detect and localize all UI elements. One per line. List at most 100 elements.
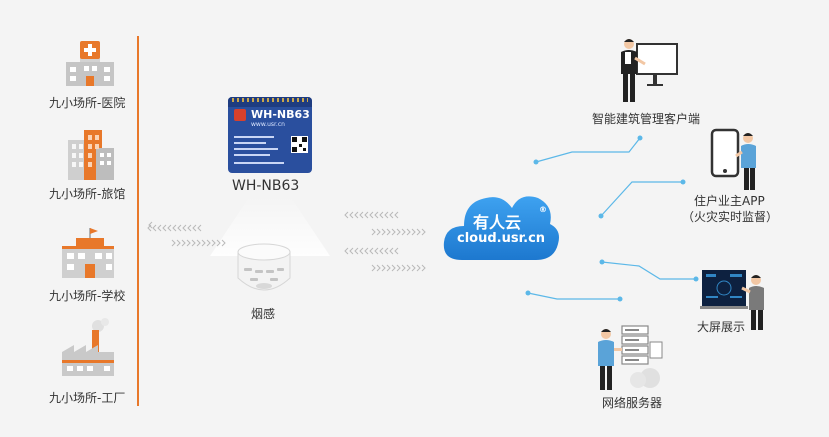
- chevron-icon: [359, 211, 364, 219]
- chevron-icon: [147, 224, 152, 232]
- chevron-icon: [176, 239, 181, 247]
- chevron-icon: [396, 264, 401, 272]
- chevron-icon: [162, 224, 167, 232]
- chevron-icon: [376, 228, 381, 236]
- chevron-icon: [197, 224, 202, 232]
- nb-iot-module-chip: WH-NB63 www.usr.cn: [228, 97, 312, 173]
- chevron-icon: [421, 228, 426, 236]
- chevron-icon: [216, 239, 221, 247]
- arrow-row-mid-bottom: [371, 264, 426, 272]
- chevron-icon: [391, 228, 396, 236]
- chevron-icon: [411, 264, 416, 272]
- arrow-row-mid-2: [371, 228, 426, 236]
- client-label-management: 智能建筑管理客户端: [592, 112, 701, 126]
- arrow-row-mid-top: [344, 211, 399, 219]
- chevron-icon: [206, 239, 211, 247]
- chevron-icon: [379, 211, 384, 219]
- venue-label-factory: 九小场所-工厂: [49, 391, 126, 405]
- cloud-url: cloud.usr.cn: [457, 231, 546, 246]
- cloud-name: 有人云: [473, 213, 522, 232]
- chevron-icon: [157, 224, 162, 232]
- chevron-icon: [369, 211, 374, 219]
- chevron-icon: [181, 239, 186, 247]
- chevron-icon: [177, 224, 182, 232]
- smartphone-user-icon: [710, 128, 756, 190]
- chevron-icon: [221, 239, 226, 247]
- chevron-icon: [421, 264, 426, 272]
- chevron-icon: [196, 239, 201, 247]
- chevron-icon: [376, 264, 381, 272]
- chevron-icon: [381, 228, 386, 236]
- venue-divider: [137, 36, 139, 406]
- school-icon: [62, 228, 114, 278]
- chevron-icon: [416, 264, 421, 272]
- chevron-icon: [396, 228, 401, 236]
- chevron-icon: [344, 247, 349, 255]
- chevron-icon: [182, 224, 187, 232]
- chevron-icon: [186, 239, 191, 247]
- smoke-detector-icon: [237, 243, 291, 291]
- chevron-icon: [371, 228, 376, 236]
- chevron-icon: [386, 228, 391, 236]
- chevron-icon: [411, 228, 416, 236]
- chip-title: WH-NB63: [251, 108, 310, 121]
- chevron-icon: [364, 247, 369, 255]
- cloud-registered-mark: ®: [539, 205, 547, 214]
- chevron-icon: [401, 264, 406, 272]
- chevron-icon: [379, 247, 384, 255]
- chevron-icon: [211, 239, 216, 247]
- venue-label-school: 九小场所-学校: [49, 289, 126, 303]
- chevron-icon: [171, 239, 176, 247]
- chevron-icon: [371, 264, 376, 272]
- arrow-row-left-bottom: [171, 239, 226, 247]
- chevron-icon: [391, 264, 396, 272]
- chevron-icon: [201, 239, 206, 247]
- chip-url: www.usr.cn: [251, 121, 285, 128]
- chevron-icon: [401, 228, 406, 236]
- chevron-icon: [364, 211, 369, 219]
- chevron-icon: [192, 224, 197, 232]
- presenter-icon: [621, 39, 678, 102]
- detector-label: 烟感: [251, 307, 276, 321]
- usr-logo-icon: [234, 109, 246, 121]
- server-icon: [598, 325, 663, 390]
- chevron-icon: [406, 228, 411, 236]
- arrow-row-mid-3: [344, 247, 399, 255]
- factory-icon: [62, 318, 114, 376]
- chevron-icon: [167, 224, 172, 232]
- module-name: WH-NB63: [232, 178, 300, 194]
- venue-label-hotel: 九小场所-旅馆: [49, 187, 126, 201]
- chevron-icon: [187, 224, 192, 232]
- client-label-app-line1: 住户业主APP: [694, 194, 765, 208]
- chevron-icon: [354, 247, 359, 255]
- hotel-icon: [68, 130, 114, 180]
- chevron-icon: [374, 247, 379, 255]
- arrow-to-venues: [148, 221, 153, 229]
- chevron-icon: [374, 211, 379, 219]
- chevron-icon: [394, 211, 399, 219]
- chevron-icon: [349, 211, 354, 219]
- chevron-icon: [354, 211, 359, 219]
- chevron-icon: [406, 264, 411, 272]
- chevron-icon: [152, 224, 157, 232]
- qr-code-icon: [291, 136, 308, 153]
- chevron-icon: [386, 264, 391, 272]
- spotlight: [210, 196, 330, 256]
- chevron-icon: [384, 247, 389, 255]
- chevron-icon: [384, 211, 389, 219]
- chevron-icon: [344, 211, 349, 219]
- chevron-icon: [389, 211, 394, 219]
- chevron-icon: [389, 247, 394, 255]
- big-screen-icon: [700, 270, 764, 330]
- cloud-icon: [443, 196, 559, 260]
- chevron-icon: [359, 247, 364, 255]
- chevron-icon: [191, 239, 196, 247]
- hospital-icon: [66, 41, 114, 86]
- arrow-row-left-top: [147, 224, 202, 232]
- client-label-big-screen: 大屏展示: [697, 320, 746, 334]
- chevron-icon: [416, 228, 421, 236]
- chevron-icon: [369, 247, 374, 255]
- chevron-icon: [394, 247, 399, 255]
